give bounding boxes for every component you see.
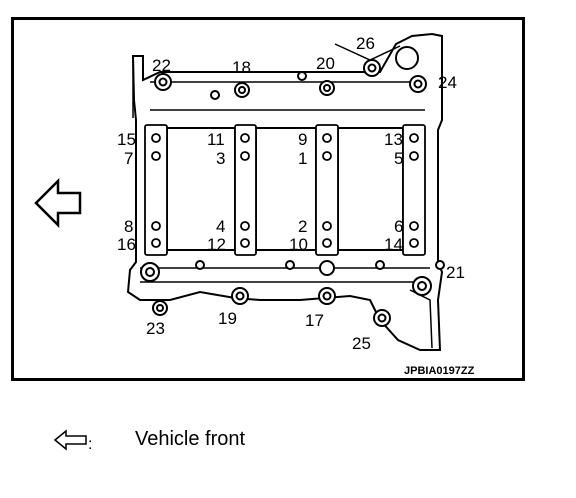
callout-21: 21	[446, 263, 465, 282]
callout-25: 25	[352, 334, 371, 353]
vehicle-front-arrow-icon	[34, 177, 82, 229]
callout-16: 16	[117, 235, 136, 254]
callout-12: 12	[207, 235, 226, 254]
legend-label: Vehicle front	[135, 428, 246, 450]
callout-14: 14	[384, 235, 403, 254]
callout-13: 13	[384, 130, 403, 149]
callout-5: 5	[394, 149, 403, 168]
callout-8: 8	[124, 217, 133, 236]
callout-2: 2	[298, 217, 307, 236]
legend-colon: :	[88, 436, 92, 453]
callout-4: 4	[216, 217, 225, 236]
cap-bolt-holes	[151, 133, 419, 248]
callout-11: 11	[207, 130, 225, 149]
callout-20: 20	[316, 54, 335, 73]
callout-9: 9	[298, 130, 307, 149]
callout-7: 7	[124, 149, 133, 168]
callout-17: 17	[305, 311, 324, 330]
callout-3: 3	[216, 149, 225, 168]
cylinder-bays	[166, 127, 404, 251]
legend-arrow-icon	[53, 429, 87, 451]
callout-18: 18	[232, 58, 251, 77]
callout-15: 15	[117, 130, 136, 149]
callout-24: 24	[438, 73, 457, 92]
callout-1: 1	[298, 149, 307, 168]
perimeter-bolts	[140, 46, 445, 327]
callout-19: 19	[218, 309, 237, 328]
callout-23: 23	[146, 319, 165, 338]
callout-26: 26	[356, 34, 375, 53]
callout-labels: 22 18 20 26 24 15 7 11 3 9 1 13 5 8 16 4…	[117, 34, 465, 353]
callout-10: 10	[289, 235, 308, 254]
bearing-caps	[144, 124, 426, 256]
callout-22: 22	[152, 56, 171, 75]
callout-6: 6	[394, 217, 403, 236]
lower-block-casting	[126, 32, 444, 351]
figure-code: JPBIA0197ZZ	[404, 365, 475, 377]
